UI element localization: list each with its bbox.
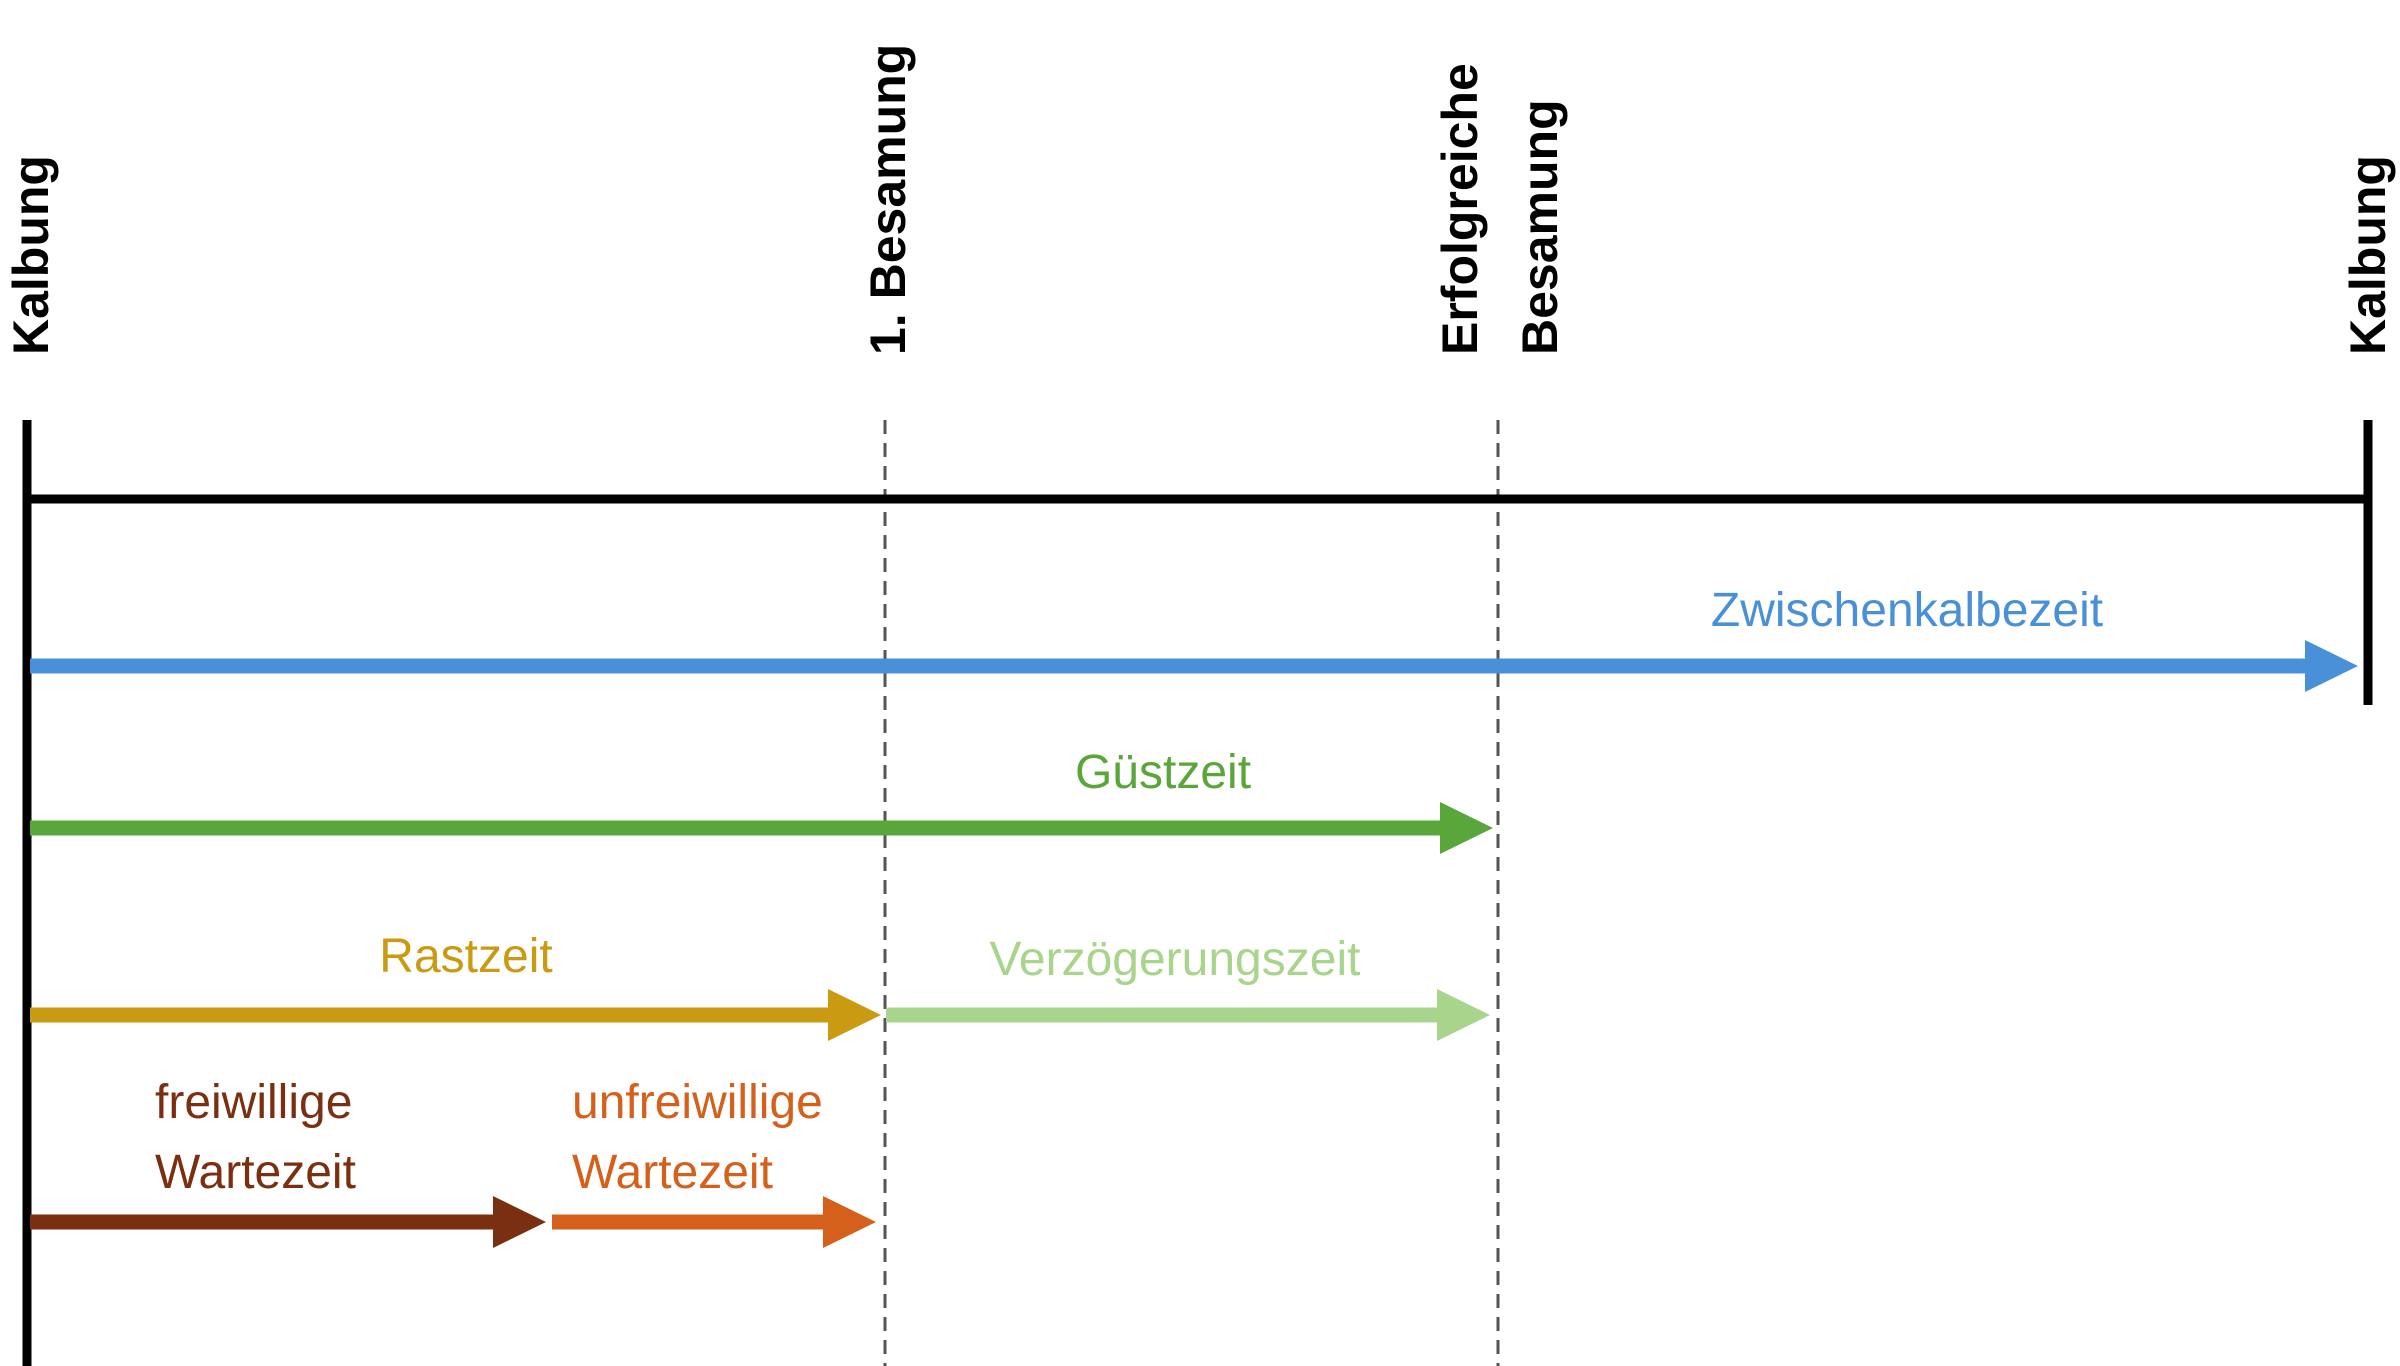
label-calving-interval: Zwischenkalbezeit [1711,584,2103,637]
arrow-calving-interval-head [2305,640,2358,692]
label-involuntary-waiting-line2: Wartezeit [572,1146,773,1199]
arrow-delay-period-head [1437,989,1490,1041]
arrow-open-days-head [1440,802,1493,854]
label-rest-period: Rastzeit [379,930,552,983]
label-voluntary-waiting-line2: Wartezeit [155,1146,356,1199]
label-involuntary-waiting-line1: unfreiwillige [572,1076,823,1129]
label-successful-insemination-line2: Besamung [1512,99,1568,355]
label-first-insemination: 1. Besamung [860,44,916,355]
label-successful-insemination-line1: Erfolgreiche [1432,63,1488,355]
arrow-rest-period-head [828,989,881,1041]
label-end-calving: Kalbung [2340,155,2396,355]
label-delay-period: Verzögerungszeit [990,933,1361,986]
label-voluntary-waiting-line1: freiwillige [155,1076,352,1129]
arrow-involuntary-waiting-head [823,1196,876,1248]
label-open-days: Güstzeit [1075,746,1251,799]
arrow-voluntary-waiting-head [493,1196,546,1248]
label-start-calving: Kalbung [3,155,59,355]
